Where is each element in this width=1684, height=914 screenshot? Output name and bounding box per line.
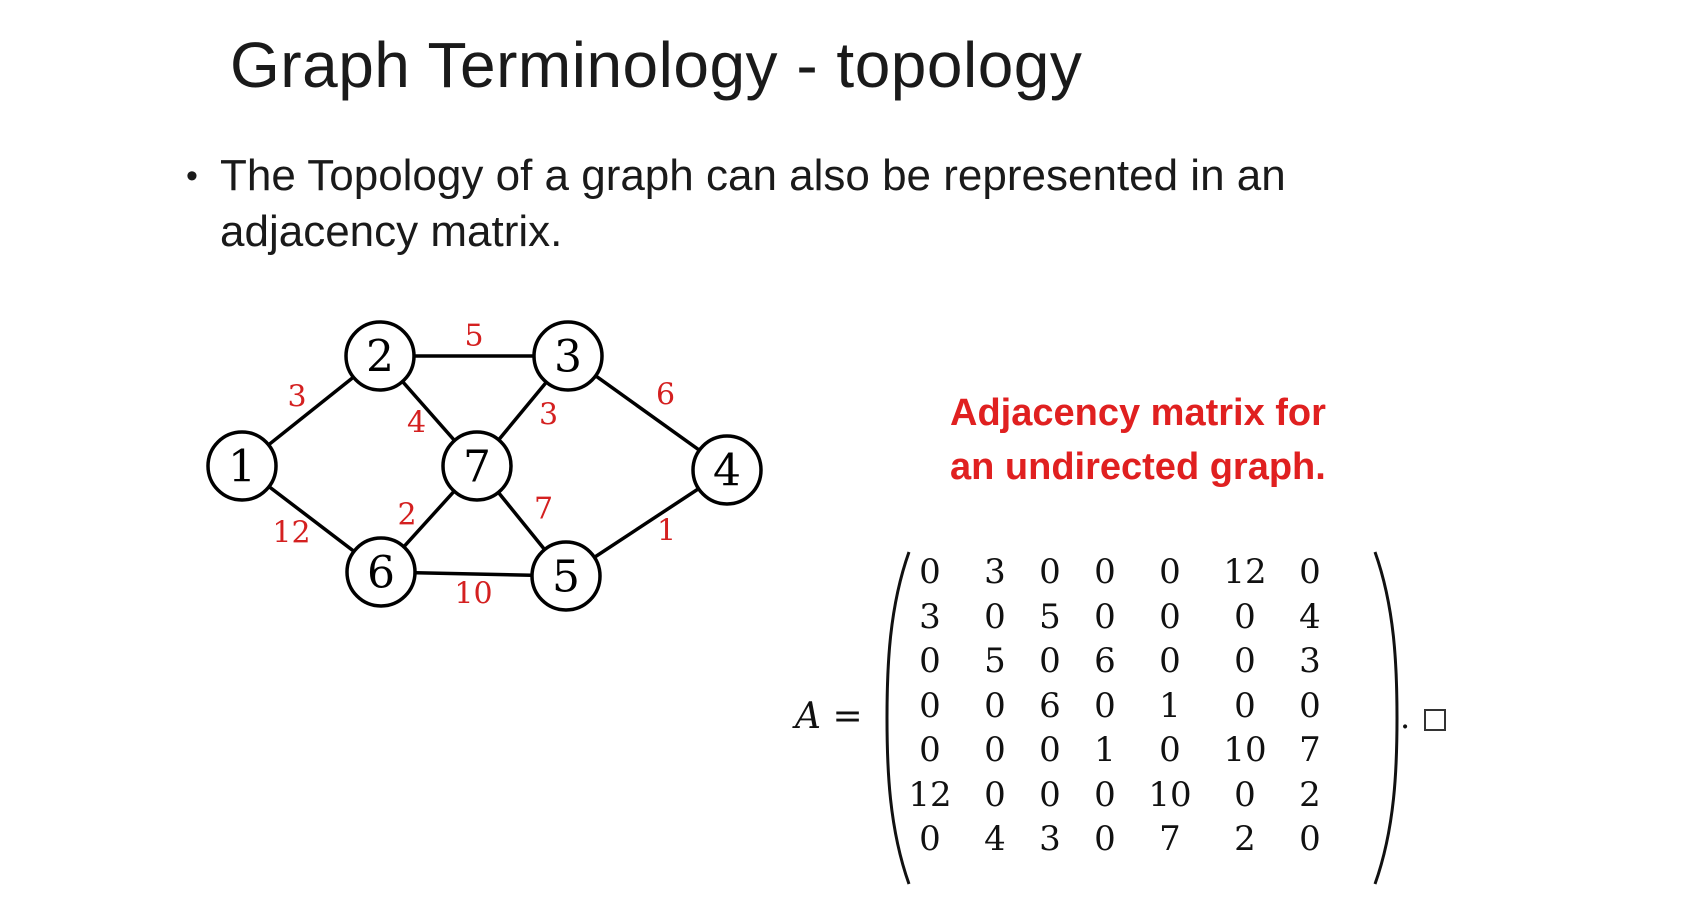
node-4: 4 [691, 434, 763, 506]
bullet-dot-icon: • [186, 157, 198, 195]
matrix-cell: 0 [919, 552, 941, 592]
matrix-cell: 10 [1148, 774, 1192, 815]
matrix-cell: 0 [919, 819, 941, 859]
node-7: 7 [441, 430, 513, 502]
matrix-cell: 0 [1039, 641, 1061, 681]
node-label: 6 [367, 548, 395, 599]
bullet-point: • The Topology of a graph can also be re… [186, 148, 1486, 260]
edge-weight-5-4: 1 [657, 514, 676, 549]
matrix-cell: 3 [1299, 641, 1321, 681]
matrix-cell: 0 [1159, 596, 1181, 637]
node-label: 5 [552, 552, 580, 603]
edge-weight-1-2: 3 [287, 380, 306, 415]
matrix-cell: 0 [1094, 685, 1116, 726]
matrix-cell: 6 [1039, 685, 1061, 726]
edge-weight-2-7: 4 [407, 406, 426, 441]
slide-title: Graph Terminology - topology [230, 29, 1083, 101]
matrix-cell: 1 [1159, 685, 1181, 726]
matrix-cell: 0 [1094, 596, 1116, 637]
caption-line-2: an undirected graph. [950, 446, 1326, 488]
equals-sign: = [832, 696, 863, 737]
matrix-cell: 2 [1299, 774, 1321, 815]
node-2: 2 [344, 320, 416, 392]
matrix-cell: 0 [984, 685, 1006, 726]
matrix-cell: 0 [984, 730, 1006, 770]
matrix-cell: 0 [1299, 685, 1321, 726]
node-label: 3 [554, 332, 582, 383]
edge-weight-1-6: 12 [272, 516, 310, 551]
node-label: 2 [366, 332, 394, 383]
matrix-period: . [1400, 698, 1411, 736]
edge-weight-2-3: 5 [464, 320, 483, 354]
matrix-tail: . [1400, 698, 1447, 736]
matrix-cell: 4 [984, 819, 1006, 859]
edge-weight-6-5: 10 [454, 577, 492, 612]
node-circle [344, 320, 416, 392]
matrix-cell: 0 [1234, 641, 1256, 681]
matrix-cell: 3 [1039, 819, 1061, 859]
matrix-cell: 0 [1159, 730, 1181, 770]
node-5: 5 [530, 540, 602, 612]
matrix-cell: 3 [919, 596, 941, 637]
matrix-cell: 7 [1159, 819, 1181, 859]
left-parenthesis-icon [885, 551, 911, 885]
matrix-cell: 10 [1223, 730, 1267, 770]
matrix-cell: 0 [1094, 774, 1116, 815]
matrix-cell: 6 [1094, 641, 1116, 681]
matrix-cell: 0 [984, 596, 1006, 637]
node-3: 3 [532, 320, 604, 392]
right-parenthesis-icon [1373, 551, 1399, 885]
matrix-cell: 3 [984, 552, 1006, 592]
matrix-cell: 0 [1159, 552, 1181, 592]
matrix-cell: 5 [1039, 596, 1061, 637]
node-circle [441, 430, 513, 502]
matrix-cell: 0 [1234, 596, 1256, 637]
node-label: 7 [463, 442, 491, 493]
matrix-cell: 0 [1039, 552, 1061, 592]
matrix-cell: 0 [1039, 730, 1061, 770]
edge-weight-3-7: 3 [539, 398, 558, 433]
node-circle [345, 536, 417, 608]
matrix-cell: 1 [1094, 730, 1116, 770]
matrix-cell: 0 [1094, 819, 1116, 859]
node-label: 4 [713, 446, 741, 497]
node-circle [530, 540, 602, 612]
matrix-cell: 0 [1234, 685, 1256, 726]
edge-weight-7-5: 7 [534, 492, 553, 527]
matrix-cell: 0 [919, 730, 941, 770]
node-circle [206, 430, 278, 502]
bullet-text: The Topology of a graph can also be repr… [220, 151, 1286, 256]
matrix-cell: 4 [1299, 596, 1321, 637]
matrix-cell: 0 [1234, 774, 1256, 815]
matrix-cell: 0 [1039, 774, 1061, 815]
matrix-cell: 0 [1094, 552, 1116, 592]
node-6: 6 [345, 536, 417, 608]
qed-box-icon [1424, 708, 1447, 731]
matrix-cell: 12 [1223, 552, 1267, 592]
matrix-caption: Adjacency matrix for an undirected graph… [950, 386, 1370, 494]
matrix-variable: A [795, 696, 821, 737]
matrix-lhs: A = [795, 696, 863, 737]
node-circle [691, 434, 763, 506]
node-circle [532, 320, 604, 392]
matrix-cell: 0 [919, 685, 941, 726]
caption-line-1: Adjacency matrix for [950, 392, 1326, 434]
edge-weight-6-7: 2 [397, 498, 416, 533]
matrix-cell: 12 [908, 774, 952, 815]
node-1: 1 [206, 430, 278, 502]
matrix-cell: 5 [984, 641, 1006, 681]
matrix-cell: 0 [919, 641, 941, 681]
node-label: 1 [228, 442, 256, 493]
matrix-cell: 0 [1159, 641, 1181, 681]
matrix-cell: 7 [1299, 730, 1321, 770]
matrix-cell: 0 [1299, 552, 1321, 592]
matrix-cell: 0 [1299, 819, 1321, 859]
matrix-cell: 2 [1234, 819, 1256, 859]
matrix-cell: 0 [984, 774, 1006, 815]
edge-weight-3-4: 6 [656, 378, 675, 413]
